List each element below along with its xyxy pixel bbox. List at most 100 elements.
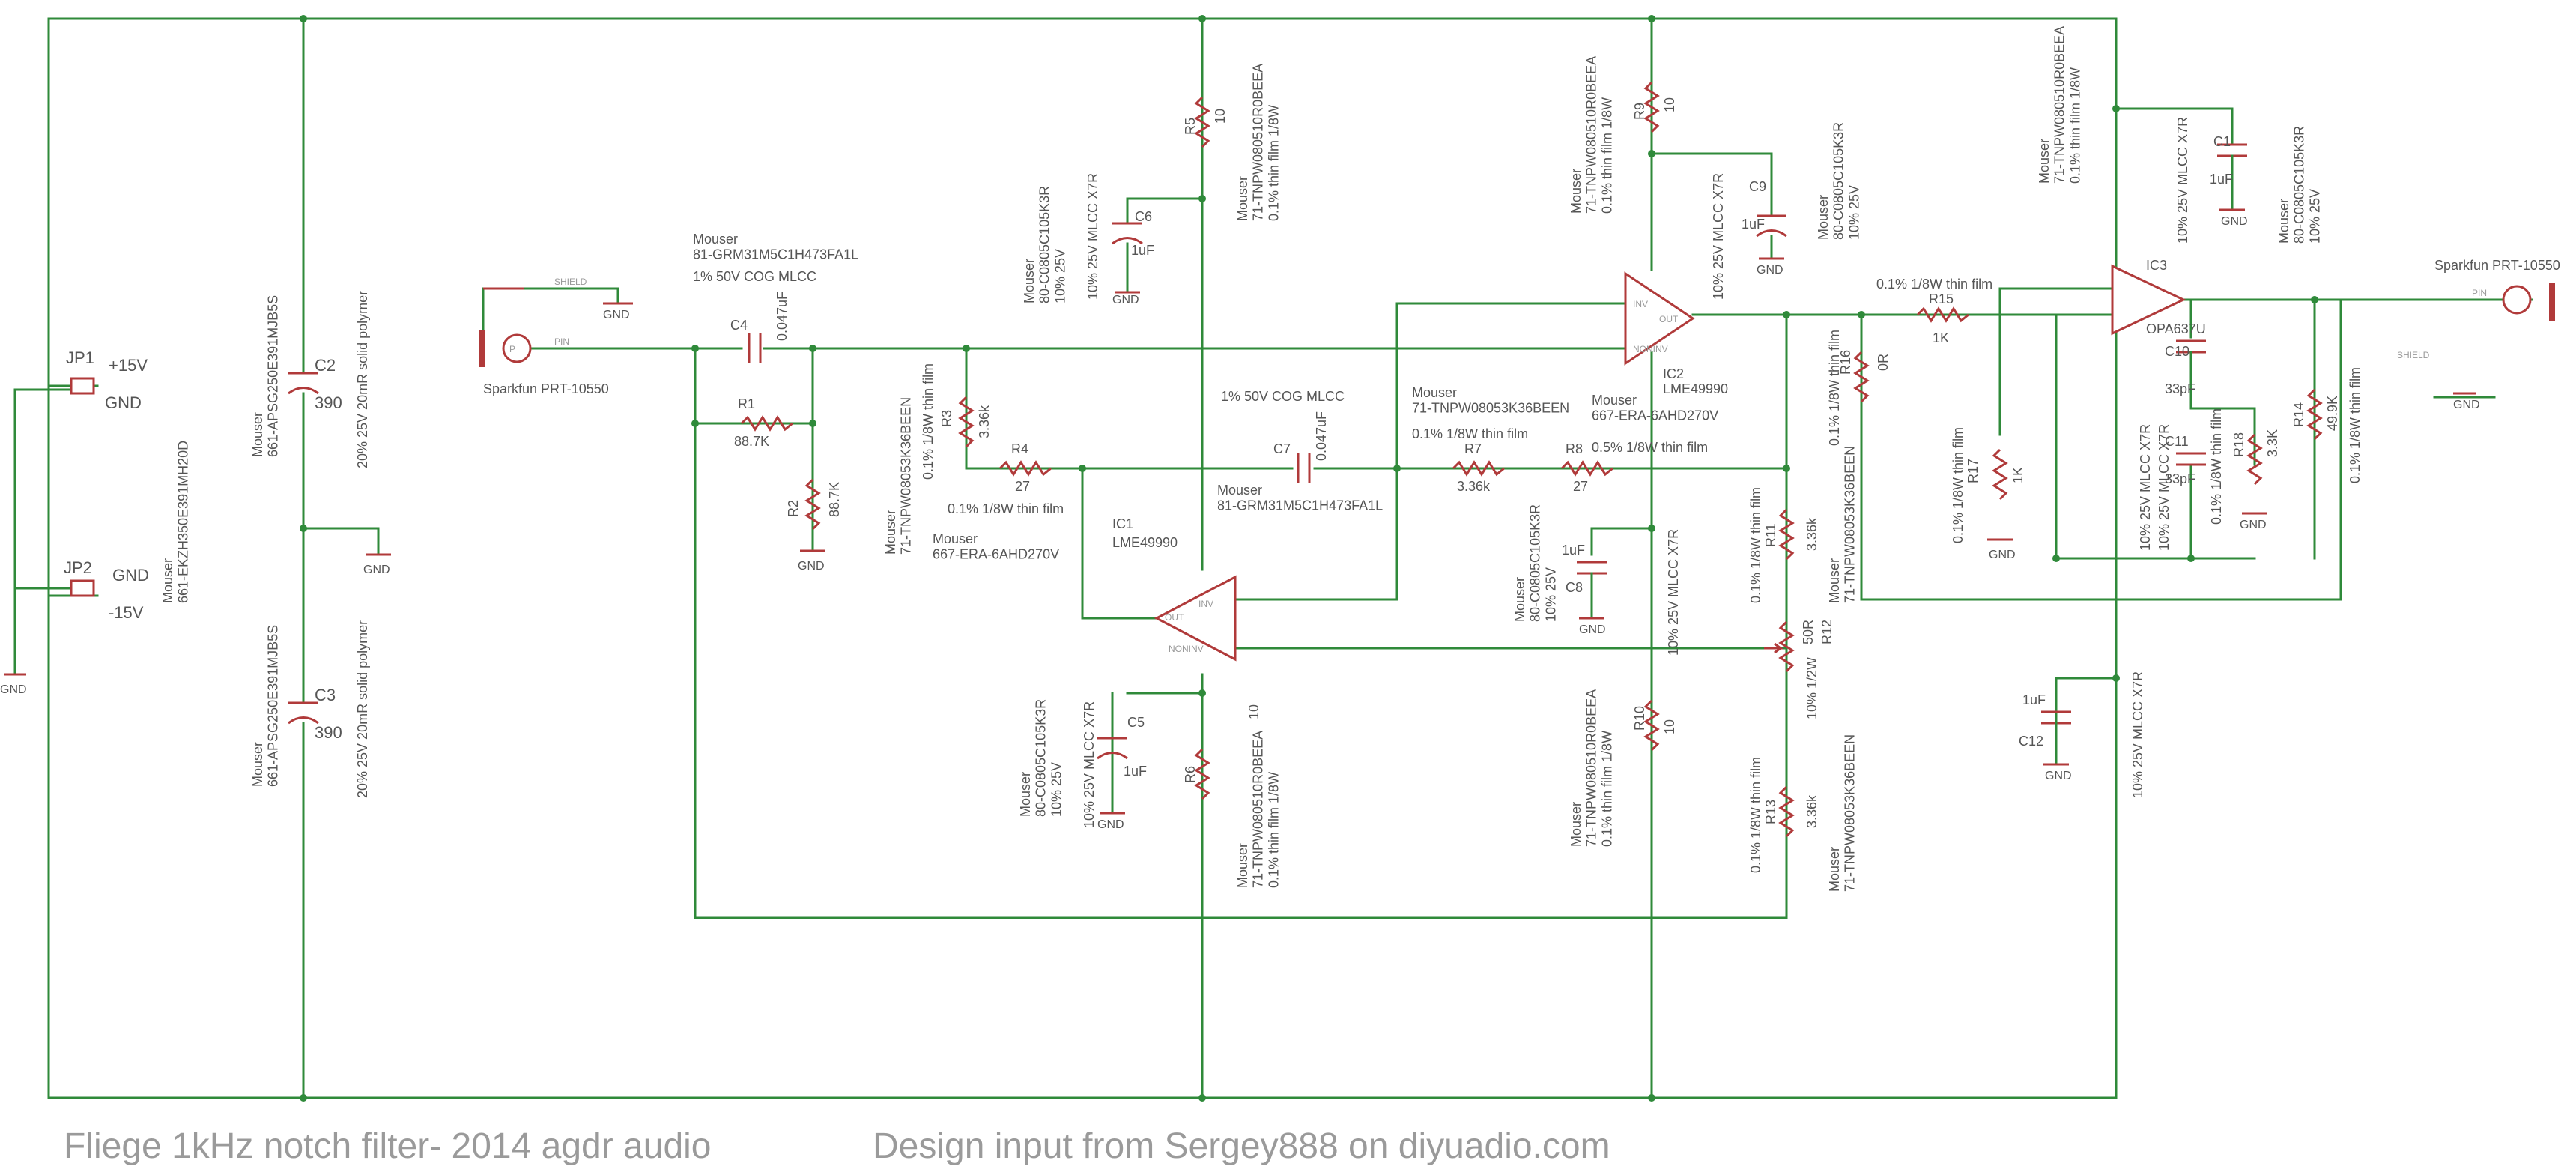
c3-part: Mouser661-APSG250E391MJB5S (250, 625, 281, 787)
c10-symbol (2176, 339, 2206, 391)
r4-name: R4 (1011, 441, 1028, 456)
gnd-label-r2: GND (798, 560, 825, 573)
title-left: Fliege 1kHz notch filter- 2014 agdr audi… (64, 1126, 712, 1166)
c5-name: C5 (1127, 715, 1145, 730)
r12-value: 50R (1801, 620, 1816, 644)
gnd-label: GND (0, 683, 27, 696)
r16-desc: 0.1% 1/8W thin film (1827, 330, 1842, 446)
in-pin-label: PIN (554, 336, 569, 347)
c9-symbol (1756, 214, 1787, 260)
c11-desc: 10% 25V MLCC X7R (2157, 424, 2172, 551)
gnd-label-c12: GND (2045, 770, 2072, 782)
r11-part: Mouser71-TNPW08053K36BEEN (1827, 446, 1858, 603)
r17-value: 1K (2010, 467, 2025, 483)
r17-name: R17 (1966, 459, 1981, 483)
r10-symbol (1643, 699, 1660, 752)
c2-name: C2 (315, 356, 336, 375)
r6-part: Mouser71-TNPW080510R0BEEA0.1% thin film … (1235, 731, 1281, 888)
ic1-name: IC1 (1112, 516, 1133, 531)
c6-symbol (1112, 222, 1143, 294)
in-shield-label: SHIELD (554, 277, 587, 287)
r12-symbol (1764, 620, 1795, 673)
gnd-label-c1: GND (2221, 215, 2248, 228)
r11-value: 3.36k (1804, 517, 1819, 551)
c5-part: Mouser80-C0805C105K3R10% 25V (1018, 699, 1064, 817)
c1-name: C1 (2213, 134, 2231, 149)
r16-symbol (1853, 351, 1870, 403)
gnd-label-in: GND (603, 309, 630, 321)
gnd-symbols (4, 208, 2476, 815)
ic2-inv: INV (1633, 299, 1648, 309)
gnd-label-c9: GND (1757, 264, 1783, 277)
jp2-gnd-label: GND (112, 566, 149, 585)
jp2-minus-label: -15V (109, 603, 144, 622)
ic1-out: OUT (1165, 612, 1184, 623)
in-conn-label: Sparkfun PRT-10550 (483, 381, 609, 396)
ic3-value: OPA637U (2146, 321, 2206, 336)
c1-symbol (2217, 143, 2247, 211)
r8-name: R8 (1566, 441, 1583, 456)
r6-symbol (1194, 748, 1210, 800)
r3-desc: 0.1% 1/8W thin film (921, 363, 936, 480)
ic3-name: IC3 (2146, 258, 2167, 273)
r7-value: 3.36k (1457, 479, 1491, 494)
c1-part: Mouser80-C0805C105K3R10% 25V (2276, 126, 2322, 244)
ic3-symbol (2111, 264, 2186, 336)
c6-name: C6 (1135, 209, 1152, 224)
gnd-label-r18: GND (2240, 519, 2267, 531)
ic1-value: LME49990 (1112, 535, 1178, 550)
r15-symbol (1916, 306, 1969, 323)
r18-desc: 0.1% 1/8W thin film (2209, 408, 2224, 525)
r9-name: R9 (1632, 103, 1647, 120)
r1-symbol (740, 415, 793, 432)
gnd-label-c6: GND (1112, 294, 1139, 306)
gnd-label-c8: GND (1579, 623, 1606, 636)
out-conn-label: Sparkfun PRT-10550 (2434, 258, 2560, 273)
c6-value: 1uF (1131, 243, 1154, 258)
r2-name: R2 (786, 500, 801, 517)
r15-value: 1K (1933, 330, 1949, 345)
c10-name: C10 (2165, 344, 2189, 359)
gnd-label-out: GND (2453, 399, 2480, 411)
ic2-symbol (1624, 271, 1695, 366)
c12-name: C12 (2019, 734, 2043, 749)
c8-value: 1uF (1562, 543, 1585, 558)
r16-name: R16 (1838, 350, 1853, 375)
c11-name: C11 (2165, 434, 2189, 449)
c2-desc: 20% 25V 20mR solid polymer (355, 291, 370, 468)
c5-symbol (1097, 737, 1128, 760)
r13-part: Mouser71-TNPW08053K36BEEN (1827, 734, 1858, 892)
c9-value: 1uF (1742, 217, 1765, 232)
r10-part: Mouser71-TNPW080510R0BEEA0.1% thin film … (1569, 689, 1614, 847)
r1-value: 88.7K (734, 434, 769, 449)
r14-name: R14 (2291, 402, 2306, 427)
r18-name: R18 (2231, 432, 2246, 457)
gnd-label-c: GND (363, 564, 390, 576)
c9-name: C9 (1749, 179, 1766, 194)
r11-name: R11 (1763, 523, 1778, 547)
r11-symbol (1778, 508, 1795, 561)
gnd-label-r17: GND (1989, 549, 2016, 561)
input-connector-symbol (479, 287, 532, 367)
c8-name: C8 (1566, 580, 1583, 595)
labels: JP1 +15V GND JP2 GND -15V GND Mouser661-… (0, 26, 2560, 892)
r11-desc: 0.1% 1/8W thin film (1748, 487, 1763, 603)
in-p-label: P (509, 344, 515, 354)
c5-value: 1uF (1124, 764, 1147, 779)
jp-part-number: Mouser661-EKZH350E391MH20D (160, 441, 191, 603)
r5-part: Mouser71-TNPW080510R0BEEA0.1% thin film … (1235, 64, 1281, 221)
r9-value: 10 (1662, 97, 1677, 112)
component-symbols (4, 81, 2555, 838)
r9-symbol (1643, 81, 1660, 133)
r15-name: R15 (1929, 292, 1954, 306)
c3-symbol (288, 701, 319, 725)
r14-symbol (2306, 388, 2323, 441)
r6-name: R6 (1183, 766, 1198, 783)
r3-part: Mouser71-TNPW08053K36BEEN (883, 397, 914, 555)
c12-value: 1uF (2022, 692, 2046, 707)
